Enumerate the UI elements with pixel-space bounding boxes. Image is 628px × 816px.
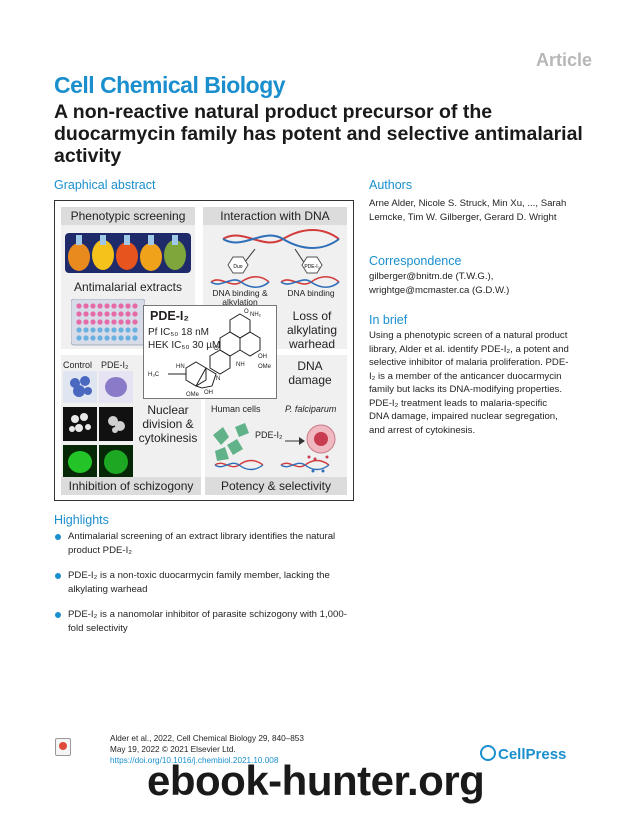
chemical-structure: NH₂ O OH OMe NH O N H₃C HN OH OMe	[148, 309, 272, 398]
pde-small-label: PDE-I₂	[304, 264, 319, 270]
citation-line2: May 19, 2022 © 2021 Elsevier Ltd.	[110, 745, 236, 754]
chem-o-top: O	[244, 309, 249, 315]
chem-oh-bottom: OH	[204, 390, 213, 396]
check-for-updates-icon[interactable]	[55, 738, 71, 756]
journal-name: Cell Chemical Biology	[54, 72, 286, 98]
control-label: Control	[63, 360, 93, 370]
highlight-item: PDE-I₂ is a non-toxic duocarmycin family…	[54, 569, 354, 596]
schizogony-panel: Control PDE-I₂ Nuclear division & cytoki…	[61, 355, 201, 495]
correspondence-emails[interactable]: gilberger@bnitm.de (T.W.G.), wrightge@mc…	[369, 271, 510, 296]
nuclear-division-label: Nuclear division & cytokinesis	[138, 403, 198, 445]
highlights-heading: Highlights	[54, 513, 109, 527]
phenotypic-screening-title: Phenotypic screening	[61, 207, 195, 225]
dna-helix-image: Duo PDE-I₂	[222, 229, 340, 274]
pde-treated-label: PDE-I₂	[101, 360, 129, 370]
duo-label: Duo	[233, 264, 242, 270]
chem-ome-bottom: OMe	[186, 392, 200, 398]
arrow-pde-label: PDE-I₂	[253, 429, 285, 442]
dna-interaction-title: Interaction with DNA	[203, 207, 347, 225]
microscopy-images	[63, 371, 133, 479]
chem-hn: HN	[176, 364, 185, 370]
phenotypic-screening-panel: Phenotypic screening Antimalarial extrac…	[61, 207, 195, 349]
chem-oh-top: OH	[258, 354, 267, 360]
culture-flasks-image	[65, 233, 191, 273]
p-falciparum-label: P. falciparum	[285, 404, 337, 414]
dna-binding-label: DNA binding	[287, 288, 335, 298]
pf-ic50: Pf IC₅₀ 18 nM	[148, 327, 209, 338]
selectivity-title: Potency & selectivity	[205, 477, 347, 495]
doi-link[interactable]: https://doi.org/10.1016/j.chembiol.2021.…	[110, 756, 279, 765]
citation: Alder et al., 2022, Cell Chemical Biolog…	[110, 733, 304, 766]
highlight-item: PDE-I₂ is a nanomolar inhibitor of paras…	[54, 608, 354, 635]
graphical-abstract-heading: Graphical abstract	[54, 178, 156, 192]
chem-ome-top: OMe	[258, 364, 272, 370]
chem-nh2: NH₂	[250, 312, 262, 318]
compound-name: PDE-I₂	[150, 309, 189, 323]
author-list: Arne Alder, Nicole S. Struck, Min Xu, ..…	[369, 198, 567, 223]
highlights-list: Antimalarial screening of an extract lib…	[54, 530, 354, 647]
authors-heading: Authors	[369, 178, 413, 192]
correspondence-heading: Correspondence	[369, 254, 462, 268]
chem-nh: NH	[236, 362, 245, 368]
cellpress-icon	[480, 745, 496, 761]
watermark: ebook-hunter.org	[147, 757, 485, 804]
citation-line1: Alder et al., 2022, Cell Chemical Biolog…	[110, 734, 304, 743]
dna-binding-alkylation-label: DNA binding & alkylation	[212, 288, 268, 307]
article-type-label: Article	[535, 50, 592, 70]
cellpress-logo: CellPress	[480, 745, 566, 763]
chem-n: N	[216, 376, 220, 382]
in-brief-heading: In brief	[369, 313, 408, 327]
compound-box: PDE-I₂ Pf IC₅₀ 18 nM HEK IC₅₀ 30 µM NH₂ …	[143, 305, 277, 399]
cells-comparison-image	[213, 423, 336, 473]
highlight-item: Antimalarial screening of an extract lib…	[54, 530, 354, 557]
graphical-abstract: Phenotypic screening Antimalarial extrac…	[54, 200, 354, 501]
article-title: A non-reactive natural product precursor…	[54, 101, 583, 167]
antimalarial-extracts-label: Antimalarial extracts	[73, 280, 183, 294]
cellpress-label: CellPress	[498, 746, 567, 763]
dna-damage-label: DNA damage	[288, 359, 332, 387]
in-brief-text: Using a phenotypic screen of a natural p…	[369, 330, 569, 436]
chem-o-mid: O	[214, 346, 219, 352]
human-cells-label: Human cells	[211, 404, 261, 414]
hek-ic50: HEK IC₅₀ 30 µM	[148, 340, 221, 351]
loss-of-warhead-label: Loss of alkylating warhead	[286, 309, 338, 351]
schizogony-title: Inhibition of schizogony	[61, 477, 201, 495]
dna-strands-image	[210, 275, 340, 289]
chem-h3c: H₃C	[148, 372, 160, 378]
well-plate-image	[71, 299, 145, 346]
